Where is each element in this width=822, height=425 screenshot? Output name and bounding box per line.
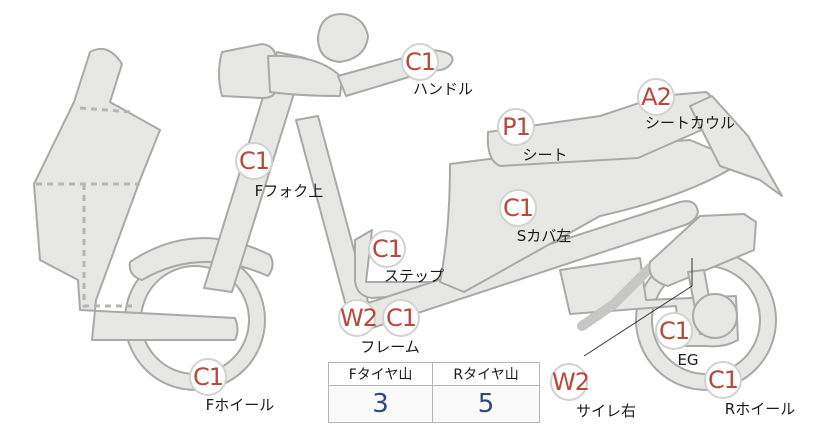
headlight: [218, 43, 277, 99]
badge-handle[interactable]: C1: [401, 43, 439, 81]
badge-engine[interactable]: C1: [655, 312, 693, 350]
badge-front-fork-upper[interactable]: C1: [235, 142, 273, 180]
rear-tire-header: Rタイヤ山: [432, 362, 540, 386]
label-seat-cowl: シートカウル: [644, 114, 736, 132]
badge-front-wheel[interactable]: C1: [189, 358, 227, 396]
label-frame: フレーム: [360, 338, 420, 356]
label-front-wheel: Fホイール: [205, 396, 275, 414]
mirror: [317, 13, 369, 63]
rear-hub: [692, 293, 738, 339]
label-rear-wheel: Rホイール: [724, 400, 796, 418]
shield-dashes: [36, 106, 140, 308]
badge-step[interactable]: C1: [368, 230, 406, 268]
label-handle: ハンドル: [412, 80, 474, 98]
headlight-cover: [267, 54, 343, 97]
shock-absorber: [648, 213, 757, 287]
label-side-cover-left: Sカバ左: [516, 227, 572, 245]
badge-frame-w2[interactable]: W2: [338, 299, 378, 337]
label-engine: EG: [677, 351, 699, 369]
badge-seat[interactable]: P1: [497, 108, 535, 146]
tire-tread-table: Fタイヤ山 Rタイヤ山 3 5: [327, 362, 540, 423]
front-shield: [33, 48, 239, 341]
exhaust-pipe: [577, 263, 655, 331]
badge-rear-wheel[interactable]: C1: [704, 361, 742, 399]
front-fender: [128, 237, 274, 281]
badge-muffler-right[interactable]: W2: [550, 363, 590, 401]
label-seat: シート: [522, 146, 568, 164]
front-tire-value[interactable]: 3: [327, 385, 434, 423]
label-muffler-right: サイレ右: [575, 402, 637, 420]
badge-frame-c1[interactable]: C1: [382, 299, 420, 337]
tire-table-value-row: 3 5: [327, 385, 540, 423]
badge-side-cover-left[interactable]: C1: [499, 189, 537, 227]
front-tire-header: Fタイヤ山: [327, 362, 434, 386]
label-step: ステップ: [383, 267, 445, 285]
leader-line: [583, 258, 693, 357]
seat-cowl-shape: [689, 95, 783, 197]
badge-seat-cowl[interactable]: A2: [637, 78, 675, 116]
rear-tire-value[interactable]: 5: [432, 385, 540, 423]
tire-table-header-row: Fタイヤ山 Rタイヤ山: [327, 362, 540, 386]
label-front-fork-upper: Fフォク上: [254, 182, 324, 200]
